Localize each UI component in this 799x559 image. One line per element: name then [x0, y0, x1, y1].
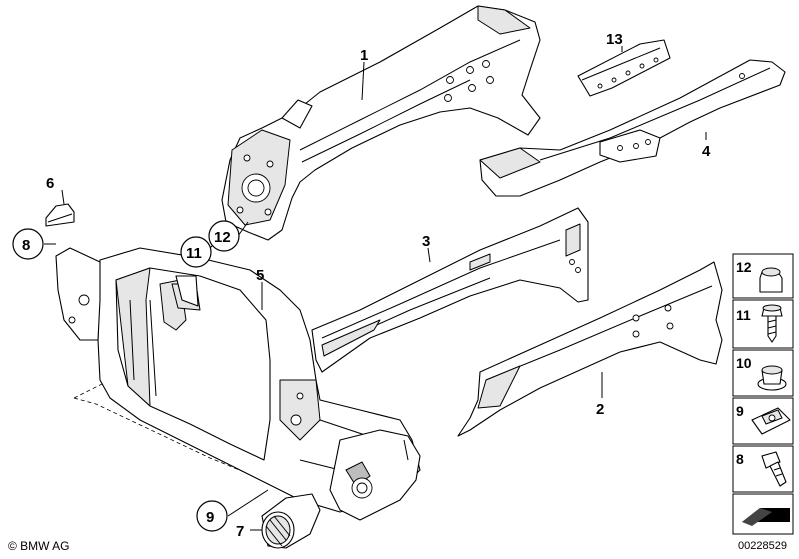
- label-part-11: 11: [186, 245, 202, 262]
- part-6-clip: [45, 203, 75, 227]
- legend-item-8: 8: [732, 445, 794, 493]
- copyright-text: © BMW AG: [8, 539, 70, 553]
- document-number: 00228529: [738, 540, 787, 552]
- callout-circle-8: [12, 228, 44, 260]
- legend-item-11: 11: [732, 299, 794, 349]
- legend-label-9: 9: [736, 403, 744, 419]
- small-parts-legend: 12 11 10 9: [732, 253, 794, 535]
- part-4-rail: [479, 59, 786, 197]
- part-1-side-member: [221, 5, 541, 241]
- part-7-air-duct: [261, 493, 321, 549]
- label-part-7: 7: [236, 523, 244, 540]
- clip-nut-icon: [751, 407, 791, 435]
- callout-circle-11: [180, 236, 212, 268]
- legend-label-12: 12: [736, 259, 752, 275]
- legend-item-10: 10: [732, 349, 794, 397]
- legend-label-10: 10: [736, 355, 752, 371]
- label-part-1: 1: [360, 47, 368, 64]
- part-3-wheelarch-upper: [311, 207, 589, 373]
- label-part-8: 8: [22, 237, 30, 254]
- legend-label-11: 11: [736, 307, 751, 323]
- callout-circle-12: [208, 220, 240, 252]
- callout-labels: 1 13 4 3 5 2 6 7 8 9 11 12: [12, 31, 711, 540]
- label-part-3: 3: [422, 233, 430, 250]
- callout-circle-9: [196, 500, 228, 532]
- part-2-wheelarch-lower: [457, 261, 723, 437]
- label-part-6: 6: [46, 175, 54, 192]
- label-part-13: 13: [606, 31, 623, 48]
- legend-item-12: 12: [732, 253, 794, 299]
- bolt-icon: [761, 451, 787, 487]
- legend-item-9: 9: [732, 397, 794, 445]
- label-part-4: 4: [702, 143, 711, 160]
- label-part-12: 12: [214, 229, 231, 246]
- label-part-9: 9: [206, 509, 214, 526]
- part-5-front-carrier: [55, 247, 421, 521]
- screw-icon: [761, 304, 783, 343]
- label-part-2: 2: [596, 401, 604, 418]
- legend-arrow: [732, 493, 794, 535]
- grommet-icon: [757, 365, 787, 391]
- label-part-5: 5: [256, 267, 264, 284]
- part-13-bracket: [577, 39, 671, 97]
- legend-label-8: 8: [736, 451, 744, 467]
